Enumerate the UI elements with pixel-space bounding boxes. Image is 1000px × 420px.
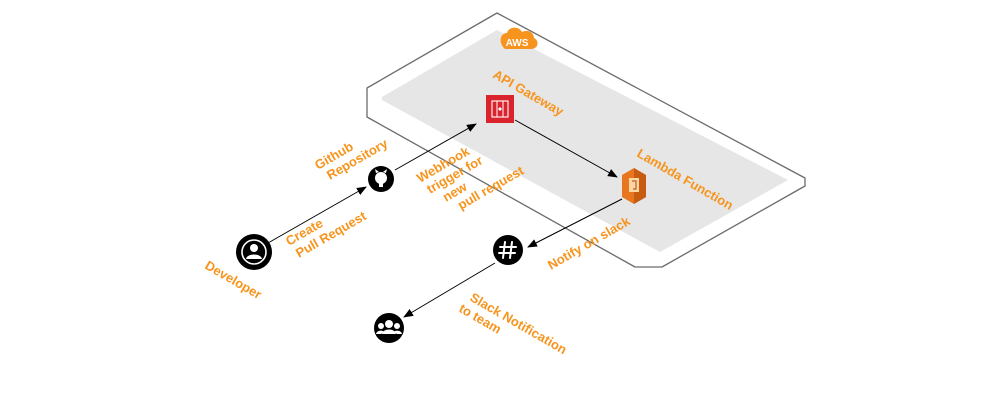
team-icon [376,320,402,334]
developer-node [236,234,272,270]
github-node [368,166,394,192]
user-icon [241,239,267,265]
lambda-node [622,168,646,204]
aws-platform [366,12,806,268]
arrow-github-to-api-gateway [394,123,477,171]
arrow-lambda-to-slack [527,198,623,248]
arrow-api-gateway-to-lambda [514,119,618,178]
aws-cloud-icon: AWS [500,27,538,49]
team-node [374,313,404,343]
aws-cloud-label: AWS [506,38,529,49]
aws-platform-surface [382,30,788,252]
github-icon [375,169,387,187]
api-gateway-node [486,95,514,123]
connector-arrows [267,119,623,318]
slack-node [493,235,523,265]
slack-hash-icon [498,241,517,259]
arrow-slack-to-team [403,262,496,318]
arrow-developer-to-github [267,186,367,244]
